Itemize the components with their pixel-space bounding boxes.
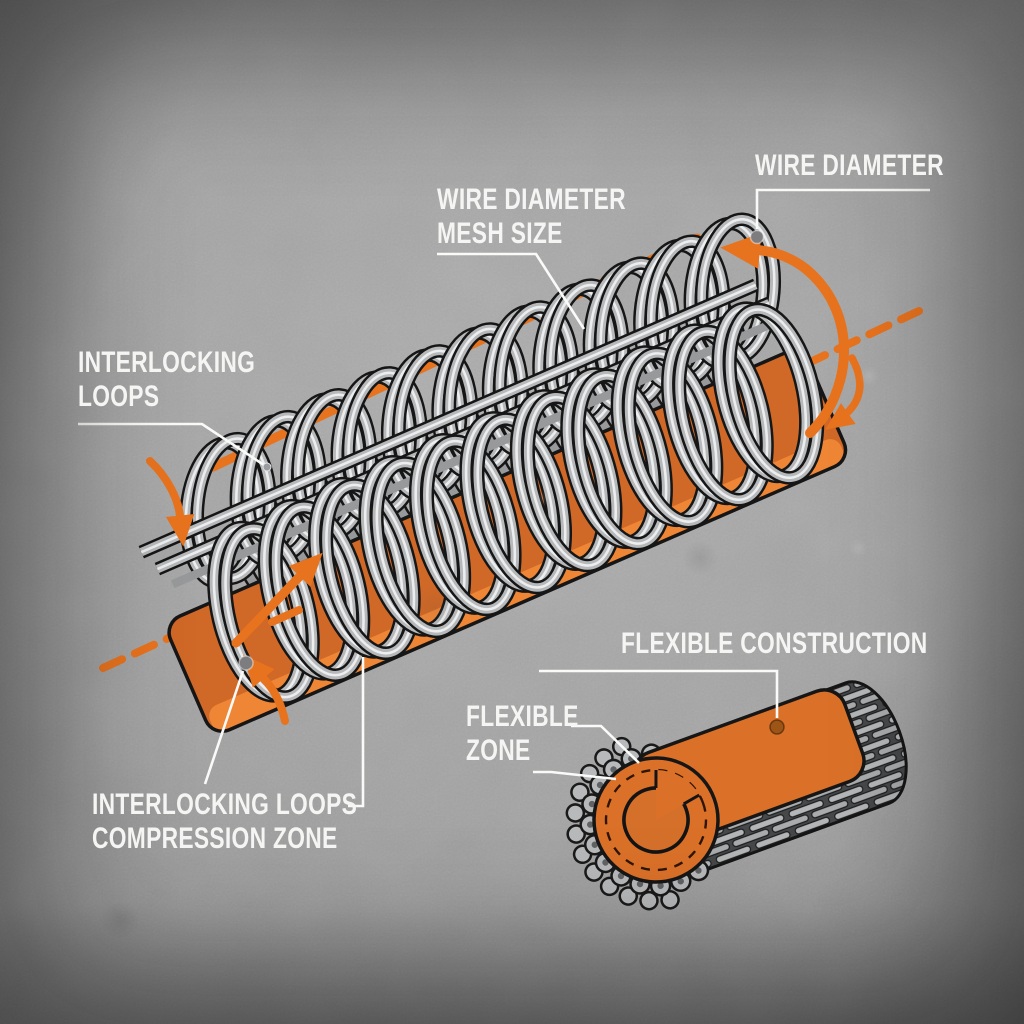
callout-dot [769, 719, 785, 735]
axis-dashed-line-right [802, 307, 923, 368]
leader-flexible-zone-upper [571, 724, 640, 764]
compression-arrow-up-icon [259, 674, 289, 725]
leader-lines [78, 188, 930, 808]
core-notch-lines [654, 769, 701, 806]
label-wire-diameter: WIRE DIAMETER [755, 149, 944, 183]
orange-arrows-front [146, 229, 864, 725]
label-line: WIRE DIAMETER [755, 149, 944, 182]
leader-mesh-size [437, 252, 586, 330]
label-line: FLEXIBLE CONSTRUCTION [621, 627, 928, 660]
leader-compression-zone [203, 670, 245, 785]
wire-diameter-curved-arrow [752, 245, 849, 438]
label-line: INTERLOCKING [78, 346, 256, 379]
compression-arrow-down-icon [146, 457, 184, 520]
label-line: MESH SIZE [437, 216, 563, 250]
label-interlocking-loops: INTERLOCKING LOOPS [78, 346, 255, 413]
leader-wire-diameter [755, 188, 930, 229]
leader-flexible-zone-lower [533, 770, 617, 781]
label-line: FLEXIBLE [466, 700, 579, 733]
callout-dot [238, 655, 254, 671]
label-line: ZONE [466, 733, 531, 767]
label-line: WIRE DIAMETER [437, 183, 626, 216]
callout-dot [749, 229, 765, 245]
label-line: LOOPS [78, 379, 160, 413]
label-flexible-zone: FLEXIBLE ZONE [466, 700, 579, 767]
axis-arrow-segment [268, 606, 303, 626]
label-line: COMPRESSION ZONE [92, 821, 338, 855]
flexible-zone-dashed-circle [604, 768, 708, 872]
twist-arrow-icon [844, 354, 864, 416]
core-notch-wedge [655, 769, 700, 820]
label-interlocking-loops-compression-zone: INTERLOCKING LOOPS COMPRESSION ZONE [92, 788, 357, 855]
flexible-tube-illustration [565, 680, 908, 911]
leader-interlocking-loops [78, 422, 268, 469]
axis-arrow [231, 569, 307, 648]
mesh-illustration [138, 186, 848, 733]
leader-flexible-construction [539, 669, 779, 718]
callout-dot [262, 462, 272, 472]
label-wire-diameter-mesh-size: WIRE DIAMETER MESH SIZE [437, 183, 626, 250]
label-line: INTERLOCKING LOOPS [92, 788, 358, 821]
label-flexible-construction: FLEXIBLE CONSTRUCTION [621, 627, 928, 661]
leader-compression-zone-right [348, 657, 365, 808]
